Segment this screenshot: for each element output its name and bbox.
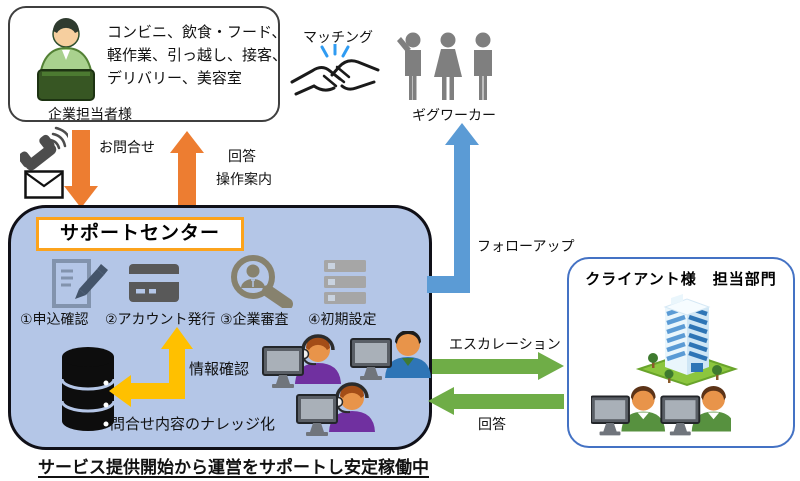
- guidance-label: 操作案内: [216, 171, 272, 187]
- industries-line: コンビニ、飲食・フード、: [107, 24, 287, 41]
- handshake-icon: [290, 44, 380, 96]
- company-box: コンビニ、飲食・フード、 軽作業、引っ越し、接客、 デリバリー、美容室 企業担当…: [8, 6, 287, 122]
- server-stack-icon: [324, 260, 366, 304]
- arrow-shaft: [432, 358, 538, 374]
- client-title: クライアント様 担当部門: [585, 271, 777, 288]
- company-label: 企業担当者様: [48, 106, 132, 122]
- knowledge-arrow-icon: [109, 327, 193, 407]
- client-box: クライアント様 担当部門: [567, 257, 795, 448]
- magnifier-person-icon: [231, 255, 293, 308]
- industries-line: デリバリー、美容室: [107, 70, 242, 87]
- support-center-title: サポートセンター: [36, 217, 244, 251]
- database-icon: [60, 347, 116, 431]
- answer-arrow-up: [170, 131, 204, 208]
- gig-worker-label: ギグワーカー: [412, 107, 496, 123]
- document-pencil-icon: [52, 259, 108, 308]
- arrow-head-left: [428, 387, 454, 415]
- info-check-label: 情報確認: [189, 361, 250, 378]
- client-answer-arrow-left: [428, 387, 564, 415]
- client-staff-icon: [591, 385, 731, 437]
- mail-icon: [24, 170, 64, 199]
- company-user-icon: [37, 18, 95, 101]
- tagline: サービス提供開始から運営をサポートし安定稼働中: [38, 458, 429, 477]
- answer-label: 回答: [228, 148, 256, 164]
- client-answer-label: 回答: [478, 416, 506, 432]
- followup-label: フォローアップ: [477, 238, 575, 254]
- step-label-2: ②アカウント発行: [105, 311, 216, 327]
- inquiry-arrow-down: [64, 130, 98, 208]
- arrow-shaft: [454, 393, 564, 409]
- arrow-shaft: [178, 153, 196, 208]
- industries-line: 軽作業、引っ越し、接客、: [107, 47, 288, 64]
- building-icon: [635, 294, 739, 387]
- inquiry-label: お問合せ: [99, 139, 155, 155]
- matching-label: マッチング: [303, 29, 373, 45]
- step-label-1: ①申込確認: [20, 311, 89, 327]
- arrow-shaft: [72, 130, 90, 186]
- arrow-head-right: [538, 352, 564, 380]
- followup-arrow-icon: [427, 123, 479, 293]
- arrow-head-down: [64, 186, 98, 208]
- step-label-4: ④初期設定: [308, 311, 377, 327]
- company-industries: コンビニ、飲食・フード、 軽作業、引っ越し、接客、 デリバリー、美容室: [107, 21, 287, 90]
- escalation-arrow-right: [432, 352, 564, 380]
- operators-icon: [262, 331, 431, 437]
- account-card-icon: [129, 264, 179, 302]
- arrow-head-up: [170, 131, 204, 153]
- step-label-3: ③企業審査: [220, 311, 289, 327]
- gig-workers-icon: [397, 32, 492, 100]
- phone-icon: [20, 126, 68, 171]
- support-center-box: サポートセンター ①申込確認 ②アカウント発行 ③企業審査: [8, 205, 432, 450]
- knowledge-label: 問合せ内容のナレッジ化: [110, 416, 276, 433]
- escalation-label: エスカレーション: [449, 336, 561, 352]
